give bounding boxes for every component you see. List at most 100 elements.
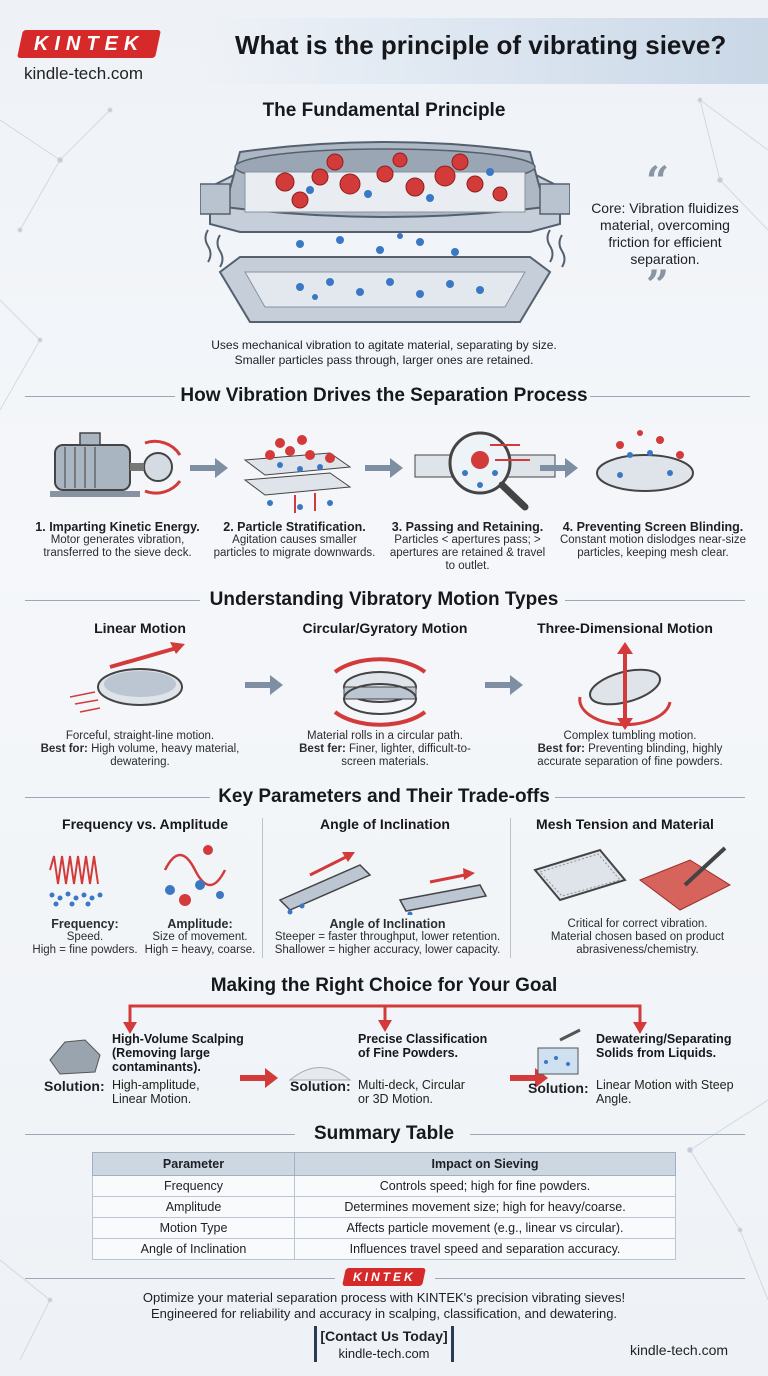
table-row: Angle of Inclination Influences travel s…	[92, 1238, 676, 1260]
frequency-desc: Frequency: Speed. High = fine powders.	[30, 918, 140, 957]
step-title: 2. Particle Stratification.	[223, 520, 366, 534]
footer-kintek-logo[interactable]: KINTEK	[342, 1268, 426, 1286]
column-header: Impact on Sieving	[294, 1152, 676, 1176]
contact-us-button[interactable]: [Contact Us Today]	[320, 1328, 448, 1344]
circular-sieve-icon	[333, 657, 427, 727]
best-for-label: Best for:	[40, 743, 88, 755]
mesh-desc-2: Material chosen based on product	[550, 931, 725, 943]
divider	[25, 797, 210, 798]
params-heading: Key Parameters and Their Trade-offs	[218, 786, 550, 807]
angle-desc-2: Shallower = higher accuracy, lower capac…	[274, 944, 501, 956]
table-cell: Motion Type	[92, 1217, 295, 1239]
process-icons	[50, 430, 694, 513]
goal-3-solution-label: Solution:	[528, 1080, 589, 1096]
footer-site-url[interactable]: kindle-tech.com	[630, 1342, 729, 1358]
step-desc: Agitation causes smaller particles to mi…	[213, 534, 376, 559]
circular-motion-desc: Material rolls in a circular path. Best …	[290, 730, 480, 769]
amplitude-desc: Amplitude: Size of movement. High = heav…	[140, 918, 260, 957]
step-title: 3. Passing and Retaining.	[391, 520, 544, 534]
step-title: 1. Imparting Kinetic Energy.	[35, 520, 200, 534]
3d-sieve-icon	[578, 642, 672, 730]
divider	[470, 1134, 745, 1135]
process-step-3: 3. Passing and Retaining. Particles < ap…	[385, 520, 550, 573]
table-row: Amplitude Determines movement size; high…	[92, 1196, 676, 1218]
kintek-logo[interactable]: KINTEK	[17, 30, 161, 58]
fundamental-caption-2: Smaller particles pass through, larger o…	[234, 353, 534, 367]
screen-blinding-icon	[596, 430, 694, 492]
header-band	[200, 18, 768, 84]
best-for-text: Preventing blinding, highly accurate sep…	[537, 743, 723, 768]
process-step-1: 1. Imparting Kinetic Energy. Motor gener…	[30, 520, 205, 560]
divider	[25, 1278, 335, 1279]
step-desc: Motor generates vibration, transferred t…	[43, 534, 192, 559]
best-for-label: Best fer:	[299, 743, 346, 755]
table-cell: Determines movement size; high for heavy…	[294, 1196, 676, 1218]
angle-desc: Angle of Inclination Steeper = faster th…	[265, 918, 510, 957]
stratification-icon	[243, 435, 352, 513]
mesh-tensioner-icon	[638, 846, 732, 911]
frequency-wave-icon	[49, 855, 103, 907]
mesh-title: Mesh Tension and Material	[536, 816, 714, 832]
angle-label: Angle of Inclination	[329, 917, 446, 931]
table-cell: Controls speed; high for fine powders.	[294, 1175, 676, 1197]
contact-url[interactable]: kindle-tech.com	[338, 1346, 430, 1361]
page-title: What is the principle of vibrating sieve…	[235, 30, 727, 60]
3d-motion-title: Three-Dimensional Motion	[537, 620, 713, 636]
motion-desc: Complex tumbling motion.	[563, 730, 697, 742]
amplitude-wave-icon	[163, 845, 227, 906]
mesh-desc-3: abrasiveness/chemistry.	[576, 944, 699, 956]
core-quote: Core: Vibration fluidizes material, over…	[591, 200, 739, 267]
process-heading: How Vibration Drives the Separation Proc…	[180, 385, 588, 406]
frequency-desc-2: High = fine powders.	[32, 944, 138, 956]
motion-heading: Understanding Vibratory Motion Types	[209, 589, 559, 610]
magnifier-icon	[414, 431, 556, 511]
table-row: Motion Type Affects particle movement (e…	[92, 1217, 676, 1239]
footer-line-1: Optimize your material separation proces…	[142, 1290, 626, 1305]
table-header-row: Parameter Impact on Sieving	[92, 1152, 676, 1176]
open-quote-icon: “	[646, 158, 670, 205]
rock-icon	[49, 1039, 101, 1075]
summary-heading: Summary Table	[313, 1123, 455, 1144]
footer-line-2: Engineered for reliability and accuracy …	[150, 1306, 618, 1321]
site-url[interactable]: kindle-tech.com	[24, 64, 144, 83]
linear-motion-desc: Forceful, straight-line motion. Best for…	[40, 730, 240, 769]
dewatering-icon	[537, 1028, 581, 1075]
table-cell: Frequency	[92, 1175, 295, 1197]
contact-bracket	[314, 1326, 454, 1362]
goal-2-solution-label: Solution:	[290, 1078, 351, 1094]
best-for-text: Finer, lighter, difficult-to-screen mate…	[341, 743, 471, 768]
goals-graphics	[49, 1004, 647, 1088]
divider	[590, 396, 750, 397]
linear-sieve-icon	[70, 642, 185, 713]
frequency-label: Frequency:	[51, 917, 119, 931]
sieve-illustration	[200, 141, 570, 323]
linear-motion-title: Linear Motion	[94, 620, 186, 636]
goal-1-title: High-Volume Scalping (Removing large con…	[112, 1032, 244, 1074]
process-step-2: 2. Particle Stratification. Agitation ca…	[212, 520, 377, 560]
mesh-desc: Critical for correct vibration. Material…	[515, 918, 760, 957]
best-for-label: Best for:	[537, 743, 585, 755]
inclined-sieve-icon	[278, 852, 488, 915]
table-cell: Angle of Inclination	[92, 1238, 295, 1260]
motion-desc: Forceful, straight-line motion.	[65, 730, 215, 742]
motor-icon	[50, 432, 182, 497]
divider	[565, 600, 745, 601]
goal-1-solution: High-amplitude, Linear Motion.	[112, 1078, 200, 1106]
amplitude-label: Amplitude:	[167, 917, 233, 931]
amplitude-desc-2: High = heavy, coarse.	[144, 944, 256, 956]
step-title: 4. Preventing Screen Blinding.	[562, 520, 744, 534]
fundamental-heading: The Fundamental Principle	[262, 100, 506, 121]
parameter-icons	[49, 845, 732, 915]
goal-2-solution: Multi-deck, Circular or 3D Motion.	[358, 1078, 465, 1106]
circular-motion-title: Circular/Gyratory Motion	[302, 620, 468, 636]
step-desc: Constant motion dislodges near-size part…	[559, 534, 747, 559]
goals-heading: Making the Right Choice for Your Goal	[210, 975, 558, 996]
goal-2-title: Precise Classification of Fine Powders.	[358, 1032, 488, 1060]
divider	[555, 797, 745, 798]
best-for-text: High volume, heavy material, dewatering.	[91, 743, 240, 768]
logo-text: KINTEK	[33, 32, 145, 55]
freq-amp-title: Frequency vs. Amplitude	[62, 816, 228, 832]
column-header: Parameter	[92, 1152, 295, 1176]
powder-pile-icon	[288, 1067, 352, 1081]
